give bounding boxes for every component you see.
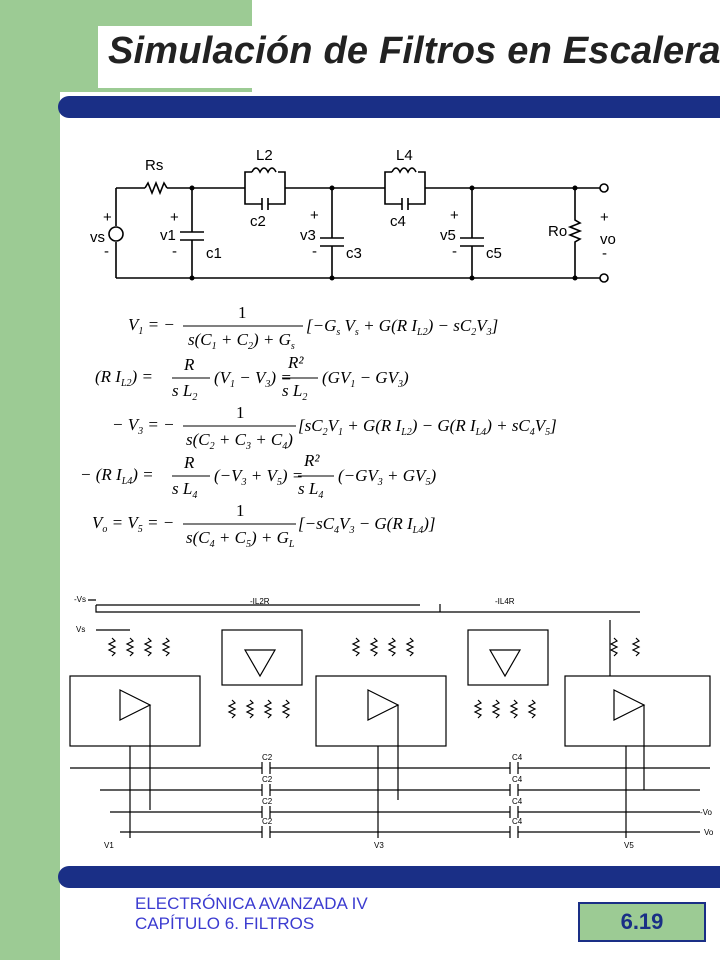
footer-text: ELECTRÓNICA AVANZADA IV CAPÍTULO 6. FILT…	[135, 894, 368, 934]
minus-sign: -	[602, 245, 607, 262]
l2-label: L2	[256, 147, 273, 164]
l4-label: L4	[396, 147, 413, 164]
svg-text:(−GV3 + GV5): (−GV3 + GV5)	[338, 466, 436, 488]
svg-text:(−V3 + V5) =: (−V3 + V5) =	[214, 466, 303, 488]
svg-text:s L4: s L4	[298, 479, 323, 501]
c2-label: c2	[250, 213, 266, 230]
svg-text:R²: R²	[303, 451, 320, 470]
svg-text:[sC2V1 + G(R IL2) − G(R IL4) +: [sC2V1 + G(R IL2) − G(R IL4) + sC4V5]	[298, 416, 557, 438]
svg-text:(V1 − V3) =: (V1 − V3) =	[214, 368, 292, 390]
svg-text:s(C4 + C5) + GL: s(C4 + C5) + GL	[186, 528, 295, 550]
svg-text:1: 1	[236, 403, 245, 422]
equation-block: V1 = − 1 s(C1 + C2) + Gs [−Gs Vs + G(R I…	[80, 303, 557, 550]
opamp-schematic	[68, 580, 720, 865]
c5-label: c5	[486, 245, 502, 262]
footer-chapter: CAPÍTULO 6. FILTROS	[135, 914, 315, 933]
svg-text:[−sC4V3 − G(R IL4)]: [−sC4V3 − G(R IL4)]	[298, 514, 436, 536]
slide-title: Simulación de Filtros en Escalera.	[108, 30, 720, 72]
v1-node-label: V1	[104, 841, 114, 850]
vo-label: vo	[600, 231, 616, 248]
il2-label: -IL2R	[250, 597, 270, 606]
c2-cap-label: C2	[262, 797, 273, 806]
title-box	[98, 26, 708, 88]
svg-text:s L2: s L2	[172, 381, 197, 403]
plus-sign: +	[310, 207, 319, 224]
svg-text:1: 1	[238, 303, 247, 322]
minus-sign: -	[312, 243, 317, 260]
c2-cap-label: C2	[262, 817, 273, 826]
c1-label: c1	[206, 245, 222, 262]
c2-cap-label: C2	[262, 753, 273, 762]
c4-cap-label: C4	[512, 775, 523, 784]
neg-vo-label: -Vo	[700, 808, 713, 817]
svg-text:(GV1 − GV3): (GV1 − GV3)	[322, 368, 409, 390]
equation-1: V1 = −	[128, 315, 175, 337]
plus-sign: +	[600, 209, 609, 226]
svg-text:− V3 = −: − V3 = −	[112, 415, 175, 437]
svg-text:s(C2 + C3 + C4): s(C2 + C3 + C4)	[186, 430, 293, 452]
plus-sign: +	[103, 209, 112, 226]
top-accent-bar	[58, 96, 720, 118]
vo-out-label: Vo	[704, 828, 714, 837]
svg-text:− (R IL4) =: − (R IL4) =	[80, 465, 154, 487]
c4-cap-label: C4	[512, 817, 523, 826]
svg-text:Vo = V5 = −: Vo = V5 = −	[92, 513, 174, 535]
svg-text:s L2: s L2	[282, 381, 307, 403]
bottom-accent-bar	[58, 866, 720, 888]
svg-text:[−Gs Vs + G(R IL2) − sC2V3]: [−Gs Vs + G(R IL2) − sC2V3]	[306, 316, 498, 338]
ro-label: Ro	[548, 223, 567, 240]
rs-label: Rs	[145, 157, 163, 174]
v5-node-label: V5	[624, 841, 634, 850]
il4-label: -IL4R	[495, 597, 515, 606]
c2-cap-label: C2	[262, 775, 273, 784]
v3-label: v3	[300, 227, 316, 244]
c4-label: c4	[390, 213, 406, 230]
c3-label: c3	[346, 245, 362, 262]
vs-input-label: Vs	[76, 625, 85, 634]
v1-label: v1	[160, 227, 176, 244]
neg-vs-label: -Vs	[74, 595, 86, 604]
svg-text:R²: R²	[287, 353, 304, 372]
svg-text:s L4: s L4	[172, 479, 197, 501]
minus-sign: -	[172, 243, 177, 260]
c4-cap-label: C4	[512, 753, 523, 762]
minus-sign: -	[104, 243, 109, 260]
c4-cap-label: C4	[512, 797, 523, 806]
svg-text:s(C1 + C2) + Gs: s(C1 + C2) + Gs	[188, 330, 295, 352]
v3-node-label: V3	[374, 841, 384, 850]
footer-course: ELECTRÓNICA AVANZADA IV	[135, 894, 368, 913]
side-band	[0, 0, 60, 960]
page-number: 6.19	[578, 902, 706, 942]
svg-text:(R IL2) =: (R IL2) =	[95, 367, 153, 389]
plus-sign: +	[170, 209, 179, 226]
v5-label: v5	[440, 227, 456, 244]
svg-text:R: R	[183, 453, 195, 472]
svg-text:R: R	[183, 355, 195, 374]
svg-text:1: 1	[236, 501, 245, 520]
vs-label: vs	[90, 229, 105, 246]
minus-sign: -	[452, 243, 457, 260]
plus-sign: +	[450, 207, 459, 224]
